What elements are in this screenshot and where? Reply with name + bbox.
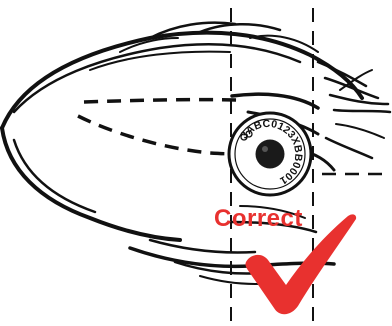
lower-cartilage-ridge xyxy=(78,116,246,154)
ear-tag: 3ABC0123XBB0001 xyxy=(229,113,311,195)
ear-tag-pin xyxy=(256,140,285,169)
upper-cartilage-ridge xyxy=(84,100,238,102)
verdict-label: Correct xyxy=(214,205,303,232)
